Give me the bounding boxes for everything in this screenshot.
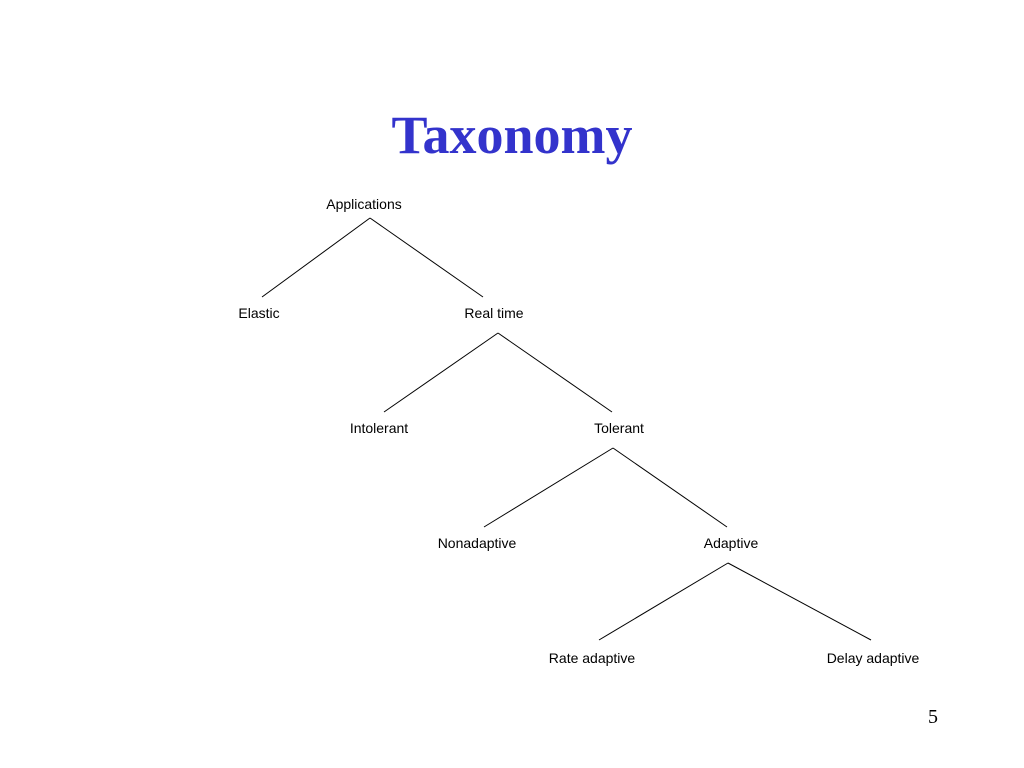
node-real-time: Real time xyxy=(464,305,523,321)
edge-tolerant-nonadaptive xyxy=(483,447,614,528)
node-applications: Applications xyxy=(326,196,402,212)
edge-applications-elastic xyxy=(261,217,371,298)
edge-adaptive-rate xyxy=(598,562,729,641)
node-tolerant: Tolerant xyxy=(594,420,644,436)
node-delay-adaptive: Delay adaptive xyxy=(827,650,920,666)
node-nonadaptive: Nonadaptive xyxy=(438,535,517,551)
node-intolerant: Intolerant xyxy=(350,420,408,436)
edge-realtime-tolerant xyxy=(497,332,613,413)
node-rate-adaptive: Rate adaptive xyxy=(549,650,636,666)
edge-adaptive-delay xyxy=(727,562,872,641)
page-number: 5 xyxy=(928,706,938,728)
edge-realtime-intolerant xyxy=(383,332,499,413)
edge-tolerant-adaptive xyxy=(612,447,728,528)
edge-applications-realtime xyxy=(369,217,484,298)
node-adaptive: Adaptive xyxy=(704,535,759,551)
node-elastic: Elastic xyxy=(238,305,279,321)
slide-title: Taxonomy xyxy=(391,105,633,165)
